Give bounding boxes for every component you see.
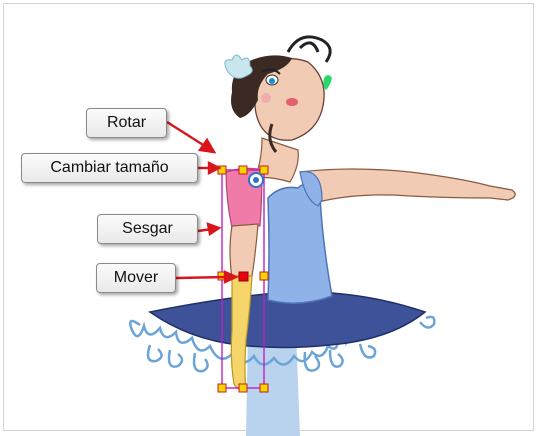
resize-handle-icon: [260, 272, 268, 280]
rotate-handle-center: [253, 177, 259, 183]
bodice: [268, 184, 332, 303]
move-label: Mover: [96, 263, 176, 293]
cheek: [261, 93, 271, 103]
hair-flower: [225, 55, 252, 78]
resize-handle-icon: [260, 166, 268, 174]
resize-handle-icon: [239, 384, 247, 392]
skew-label: Sesgar: [97, 214, 198, 244]
callout-arrows: [167, 122, 236, 282]
rotate-arrow-head: [200, 140, 214, 152]
move-pivot-icon[interactable]: [239, 272, 248, 281]
forearm: [230, 224, 258, 278]
lips: [286, 98, 298, 106]
iris: [269, 78, 275, 84]
extended-arm: [300, 169, 515, 202]
rotate-arrow: [167, 122, 208, 148]
green-accent: [323, 75, 332, 90]
skew-arrow-head: [208, 224, 219, 234]
resize-handle-icon: [218, 384, 226, 392]
resize-label: Cambiar tamaño: [21, 153, 198, 183]
rotate-label: Rotar: [86, 108, 167, 138]
resize-handle-icon: [239, 166, 247, 174]
move-arrow: [176, 277, 228, 278]
resize-handle-icon: [260, 384, 268, 392]
